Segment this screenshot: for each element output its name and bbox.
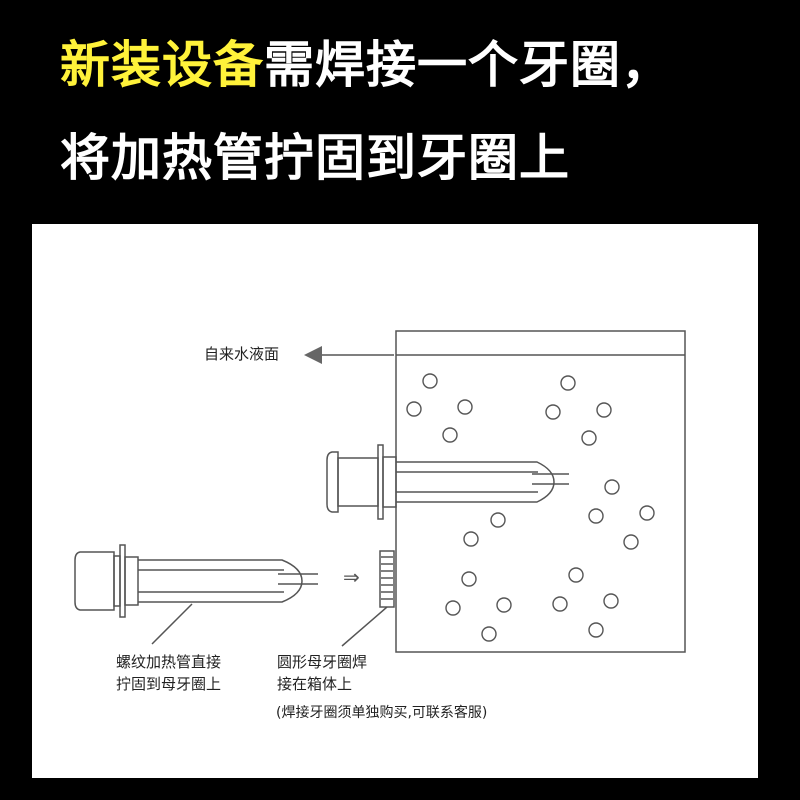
- installed-heater-tube: [326, 444, 569, 520]
- heater-label-line-2: 拧固到母牙圈上: [116, 675, 222, 693]
- purchase-note: (焊接牙圈须单独购买,可联系客服): [276, 705, 488, 721]
- water-level-arrowhead: [304, 346, 322, 364]
- diagram-panel: 自来水液面 ⇒ 螺纹加热管直接 拧固到母牙圈上 圆形母牙圈焊 接在箱体上 (焊接…: [32, 224, 758, 778]
- installation-diagram: [74, 330, 686, 653]
- water-bubbles: [406, 373, 655, 642]
- headline-line-1-rest: 需焊接一个牙圈，: [264, 36, 672, 94]
- heater-label-line-1: 螺纹加热管直接: [116, 653, 222, 671]
- headline-highlight: 新装设备: [60, 36, 264, 94]
- ring-label: 圆形母牙圈焊 接在箱体上: [277, 651, 367, 695]
- separate-heater-tube: [74, 544, 318, 618]
- direction-arrow-icon: ⇒: [343, 565, 360, 589]
- threaded-ring: [379, 550, 395, 608]
- heater-leader-line: [151, 603, 193, 645]
- headline-line-1: 新装设备需焊接一个牙圈，: [60, 40, 672, 90]
- ring-label-line-2: 接在箱体上: [277, 675, 353, 693]
- heater-label: 螺纹加热管直接 拧固到母牙圈上: [116, 651, 221, 695]
- ring-label-line-1: 圆形母牙圈焊: [277, 653, 368, 671]
- ring-leader-line: [341, 606, 388, 647]
- water-level-label: 自来水液面: [204, 345, 280, 363]
- headline-line-2: 将加热管拧固到牙圈上: [60, 129, 570, 187]
